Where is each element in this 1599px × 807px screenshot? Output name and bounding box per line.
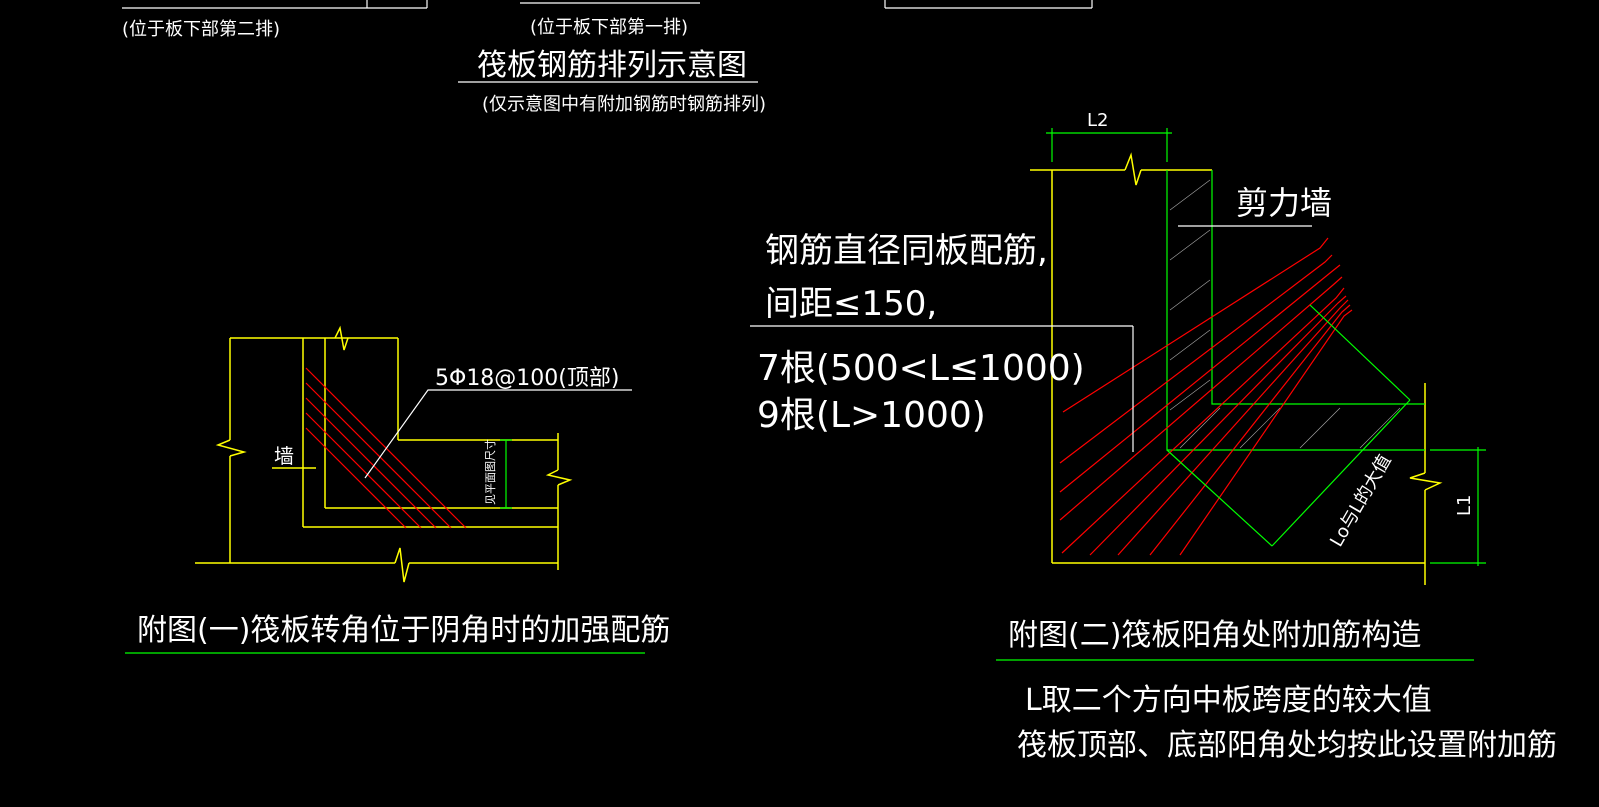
fig1-dim — [500, 439, 512, 509]
top-label-left: (位于板下部第二排) — [122, 19, 280, 40]
fig1-leader — [364, 389, 632, 479]
fig1-caption: 附图(一)筏板转角位于阴角时的加强配筋 — [137, 613, 670, 648]
fig2-wall-label: 剪力墙 — [1236, 184, 1332, 222]
fig2-note-line4: 9根(L>1000) — [757, 395, 986, 436]
fig2-footnote1: L取二个方向中板跨度的较大值 — [1025, 683, 1432, 718]
fig2-caption: 附图(二)筏板阳角处附加筋构造 — [1008, 618, 1421, 653]
fig2-dims — [1046, 128, 1486, 566]
fig2-note-leader — [750, 225, 1312, 452]
fig1-rebar-label: 5Φ18@100(顶部) — [435, 366, 619, 391]
fig2-outline — [1030, 152, 1443, 585]
fig2-dim-top: L2 — [1087, 110, 1108, 131]
fig2-dim-right: L1 — [1454, 495, 1475, 516]
fig1-dim-label: 见平面图尺寸 — [483, 439, 497, 505]
fig1-wall-label: 墙 — [274, 444, 294, 468]
fig2-note-line2: 间距≤150, — [765, 284, 937, 324]
fig2-note-line1: 钢筋直径同板配筋, — [765, 231, 1048, 271]
fig1-outline — [195, 325, 573, 583]
top-frames — [122, 0, 1093, 9]
fig2-note-line3: 7根(500<L≤1000) — [757, 348, 1085, 389]
top-subtitle: (仅示意图中有附加钢筋时钢筋排列) — [482, 94, 766, 115]
fig2-diag-label: Lo与L的大值 — [1326, 451, 1396, 550]
top-label-mid: (位于板下部第一排) — [530, 17, 688, 38]
top-title: 筏板钢筋排列示意图 — [477, 48, 747, 83]
fig2-footnote2: 筏板顶部、底部阳角处均按此设置附加筋 — [1017, 728, 1557, 763]
